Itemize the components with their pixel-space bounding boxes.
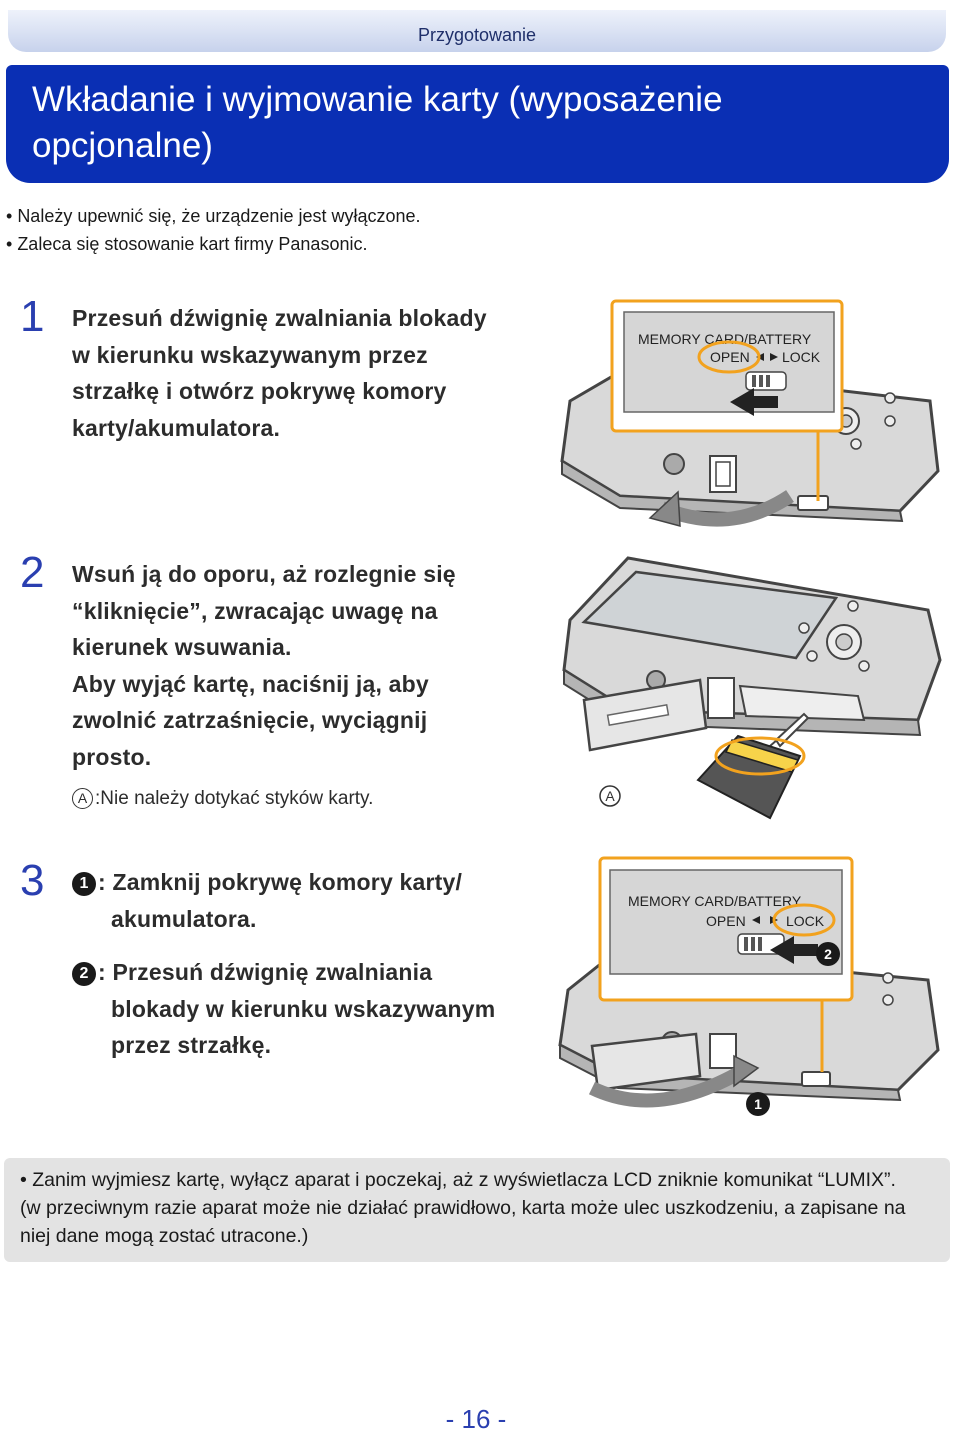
step-2-note: A:Nie należy dotykać styków karty. xyxy=(72,788,373,810)
step-3-sub2: 2: Przesuń dźwignię zwalniania blokady w… xyxy=(72,954,552,1064)
step-line: Przesuń dźwignię zwalniania blokady xyxy=(72,305,487,331)
fig3-marker-1: 1 xyxy=(754,1096,762,1112)
step-line: strzałkę i otwórz pokrywę komory xyxy=(72,378,447,405)
step-line: przez strzałkę. xyxy=(111,1032,272,1059)
intro-bullet: Należy upewnić się, że urządzenie jest w… xyxy=(6,202,420,230)
fig3-open: OPEN xyxy=(706,913,746,929)
step-line: Wsuń ją do oporu, aż rozlegnie się xyxy=(72,561,456,587)
step-number: 3 xyxy=(20,856,45,905)
step-number: 1 xyxy=(20,292,45,341)
step-line: : Przesuń dźwignię zwalniania xyxy=(98,959,433,985)
step-1-text: Przesuń dźwignię zwalniania blokady w ki… xyxy=(72,300,542,446)
step-line: blokady w kierunku wskazywanym xyxy=(111,995,496,1022)
step-number: 2 xyxy=(20,548,45,597)
fig1-label: MEMORY CARD/BATTERY xyxy=(638,331,812,347)
fig3-lock: LOCK xyxy=(786,913,825,929)
intro-bullet: Zaleca się stosowanie kart firmy Panason… xyxy=(6,230,367,258)
note-text: :Nie należy dotykać styków karty. xyxy=(95,788,374,809)
page-number: - 16 - xyxy=(445,1404,507,1434)
step-line: “kliknięcie”, zwracając uwagę na xyxy=(72,597,438,624)
fig3-marker-2: 2 xyxy=(824,946,832,962)
page-title: Wkładanie i wyjmowanie karty (wyposażeni… xyxy=(32,80,723,165)
step-line: w kierunku wskazywanym przez xyxy=(72,341,428,368)
marker-a: A xyxy=(72,788,93,809)
section-header-tab: Przygotowanie xyxy=(8,10,946,52)
step-line: karty/akumulatora. xyxy=(72,414,281,441)
step-line: : Zamknij pokrywę komory karty/ xyxy=(98,869,463,895)
step-line: kierunek wsuwania. xyxy=(72,634,292,661)
note-text: Zanim wyjmiesz kartę, wyłącz aparat i po… xyxy=(32,1169,896,1191)
step-line: prosto. xyxy=(72,743,152,770)
caution-note-box: • Zanim wyjmiesz kartę, wyłącz aparat i … xyxy=(4,1158,950,1262)
fig1-lock: LOCK xyxy=(782,349,821,365)
step-line: Aby wyjąć kartę, naciśnij ją, aby xyxy=(72,670,429,697)
fig1-open: OPEN xyxy=(710,349,750,365)
figure-open-cover: MEMORY CARD/BATTERY OPEN LOCK xyxy=(560,299,940,527)
step-line: zwolnić zatrzaśnięcie, wyciągnij xyxy=(72,707,428,734)
marker-1: 1 xyxy=(72,872,96,896)
figure-close-cover: MEMORY CARD/BATTERY OPEN LOCK 2 1 xyxy=(558,856,940,1116)
fig2-marker: A xyxy=(605,788,615,804)
marker-2: 2 xyxy=(72,962,96,986)
section-label: Przygotowanie xyxy=(417,25,537,45)
step-3-sub1: 1: Zamknij pokrywę komory karty/ akumula… xyxy=(72,864,552,937)
figure-insert-card: A xyxy=(562,556,942,820)
step-line: akumulatora. xyxy=(111,905,257,932)
note-line: (w przeciwnym razie aparat może nie dzia… xyxy=(20,1197,906,1247)
fig3-label: MEMORY CARD/BATTERY xyxy=(628,893,802,909)
title-banner: Wkładanie i wyjmowanie karty (wyposażeni… xyxy=(6,65,949,183)
note-line: • Zanim wyjmiesz kartę, wyłącz aparat i … xyxy=(20,1169,896,1191)
step-2-text: Wsuń ją do oporu, aż rozlegnie się “klik… xyxy=(72,556,552,776)
